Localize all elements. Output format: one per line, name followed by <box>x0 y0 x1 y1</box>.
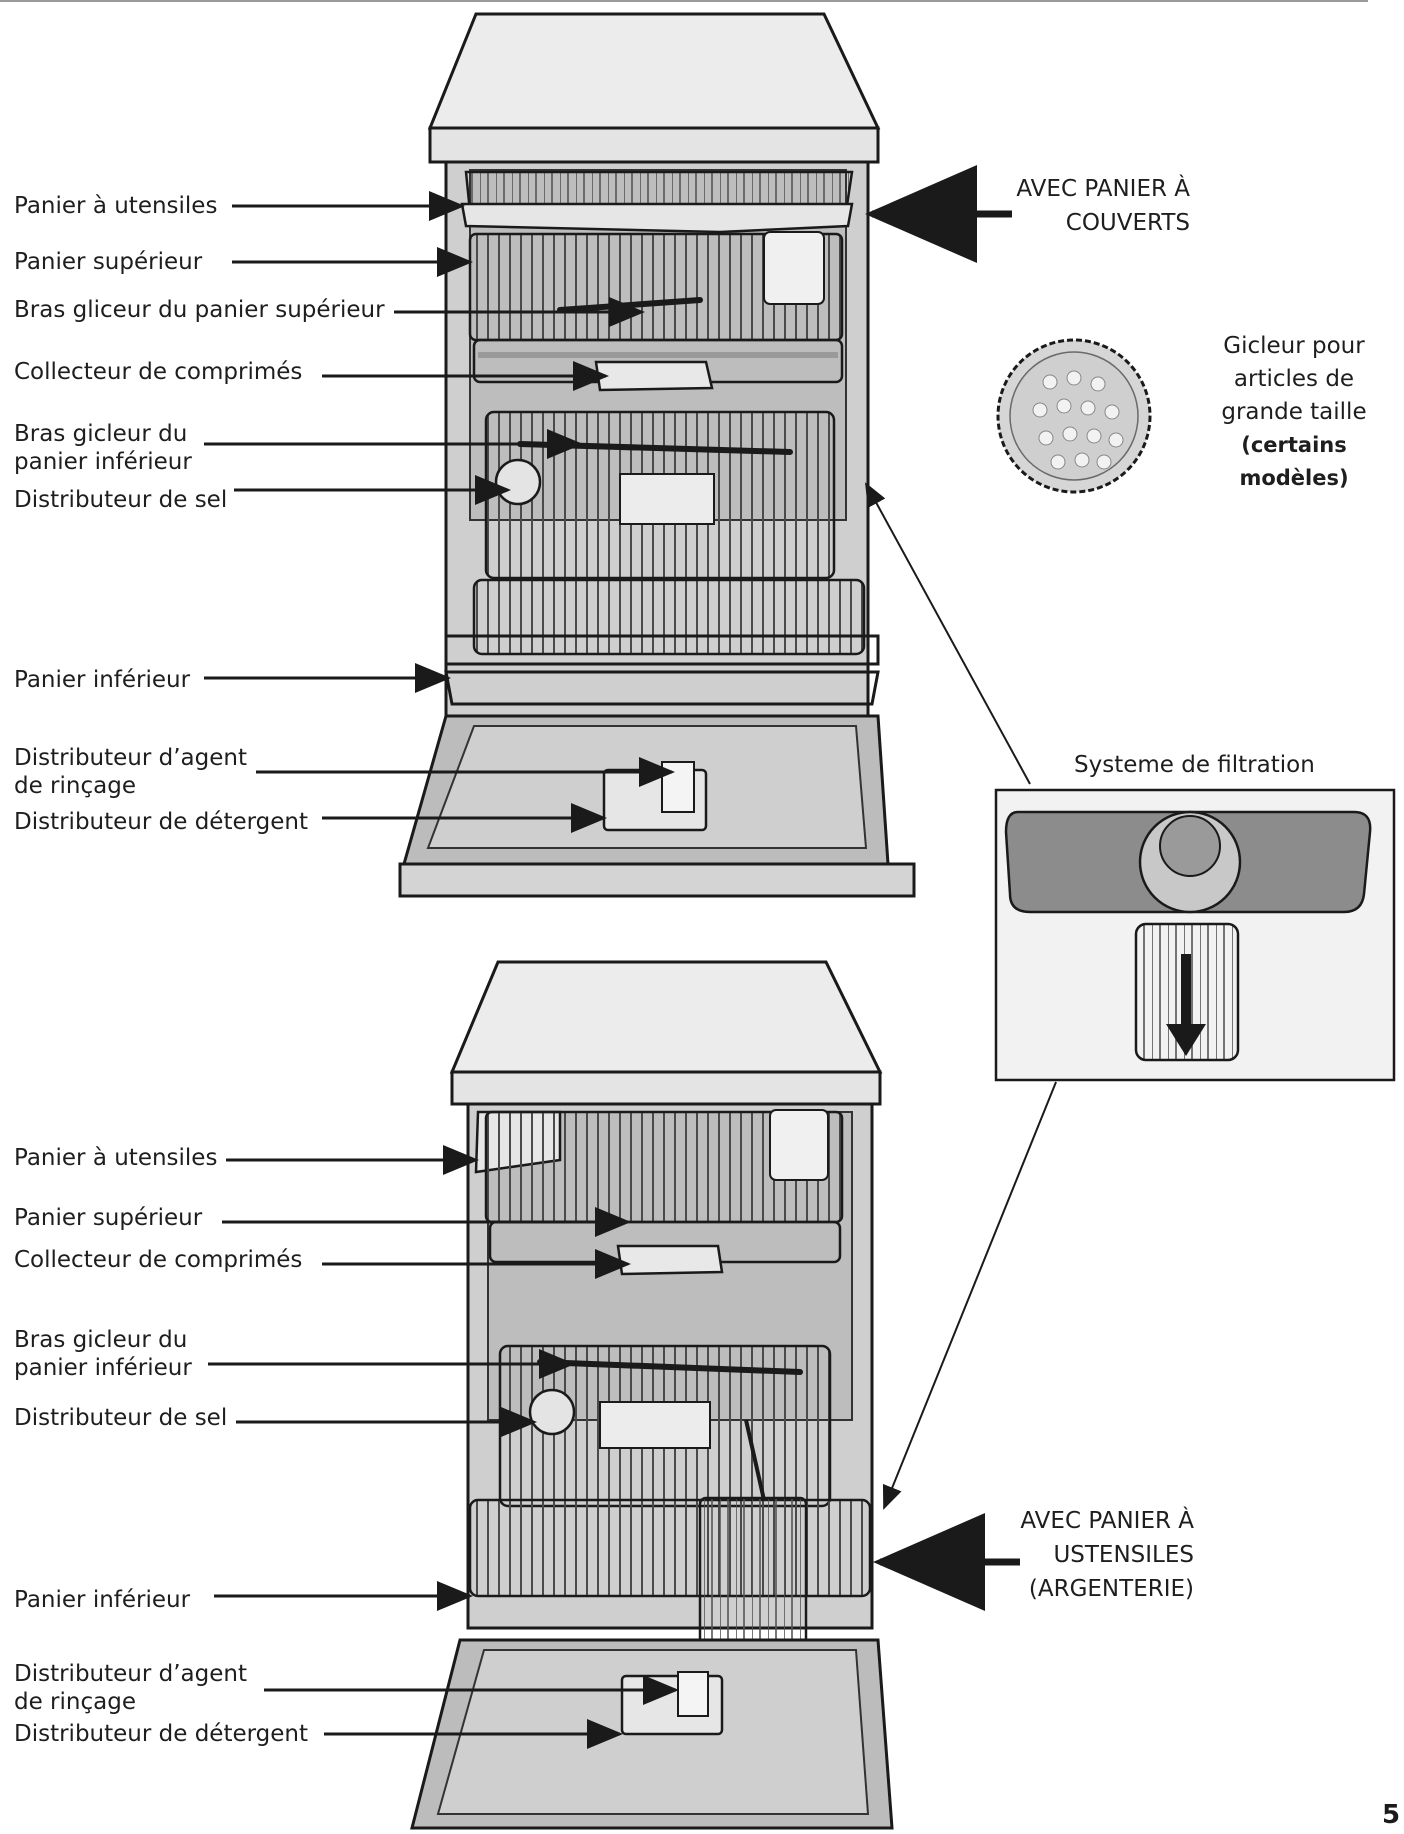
callout-with-cutlery-basket: AVEC PANIER À COUVERTS <box>1016 176 1190 236</box>
label-bottom-cutlery-tray: Panier à utensiles <box>14 1145 218 1171</box>
large-item-sprayer-note: (certains modèles) <box>1239 433 1349 490</box>
label-bottom-tablet-collector: Collecteur de comprimés <box>14 1247 303 1273</box>
top-rule <box>0 0 1368 2</box>
label-top-lower-rack: Panier inférieur <box>14 667 191 693</box>
filter-system-title: Systeme de filtration <box>1074 752 1315 778</box>
label-bottom-lower-spray-arm: Bras gicleur du panier inférieur <box>14 1327 192 1381</box>
filter-leader-top <box>865 482 1031 785</box>
label-top-tablet-collector: Collecteur de comprimés <box>14 359 303 385</box>
label-top-cutlery-tray: Panier à utensiles <box>14 193 218 219</box>
label-top-salt-dispenser: Distributeur de sel <box>14 487 228 513</box>
filter-leader-bottom <box>882 1081 1057 1510</box>
bottom-leader-arrows <box>208 1145 679 1749</box>
label-bottom-lower-rack: Panier inférieur <box>14 1587 191 1613</box>
label-bottom-rinse-aid-dispenser: Distributeur d’agent de rinçage <box>14 1661 247 1715</box>
label-top-upper-spray-arm: Bras gliceur du panier supérieur <box>14 297 385 323</box>
label-top-rinse-aid-dispenser: Distributeur d’agent de rinçage <box>14 745 247 799</box>
filter-system-illustration <box>994 788 1396 1082</box>
label-top-detergent-dispenser: Distributeur de détergent <box>14 809 309 835</box>
label-bottom-upper-rack: Panier supérieur <box>14 1205 203 1231</box>
dishwasher-bottom-illustration <box>410 960 894 1830</box>
large-item-sprayer-caption: Gicleur pour articles de grande taille (… <box>1186 330 1402 495</box>
page-number: 5 <box>1382 1800 1401 1830</box>
label-top-upper-rack: Panier supérieur <box>14 249 203 275</box>
dishwasher-top-illustration <box>398 12 916 898</box>
large-item-sprayer-illustration <box>996 338 1152 494</box>
label-bottom-detergent-dispenser: Distributeur de détergent <box>14 1721 309 1747</box>
large-item-sprayer-text: Gicleur pour articles de grande taille <box>1221 333 1367 425</box>
top-leader-arrows <box>204 191 675 833</box>
label-bottom-salt-dispenser: Distributeur de sel <box>14 1405 228 1431</box>
label-top-lower-spray-arm: Bras gicleur du panier inférieur <box>14 421 192 475</box>
callout-with-silverware-basket: AVEC PANIER À USTENSILES (ARGENTERIE) <box>1020 1508 1194 1602</box>
